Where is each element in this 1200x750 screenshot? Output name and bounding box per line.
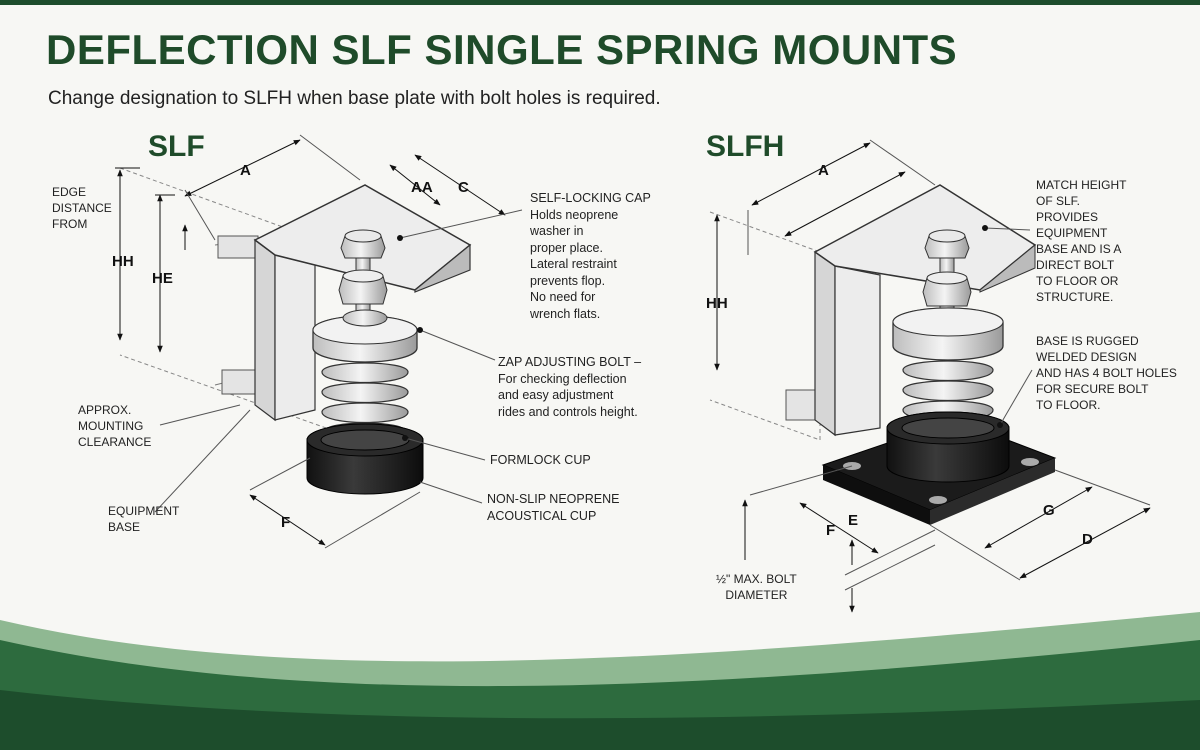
- slfh-model-label: SLFH: [706, 130, 785, 163]
- base-rugged-callout: BASE IS RUGGED WELDED DESIGN AND HAS 4 B…: [1036, 334, 1177, 412]
- slf-dim-a: A: [240, 162, 251, 179]
- self-locking-cap-callout: SELF-LOCKING CAP Holds neoprene washer i…: [530, 191, 651, 321]
- neoprene-cup-callout: NON-SLIP NEOPRENE ACOUSTICAL CUP: [487, 492, 620, 523]
- slfh-dim-f: F: [826, 522, 836, 539]
- slf-dim-hh: HH: [112, 253, 134, 270]
- bolt-diameter-callout: ½" MAX. BOLT DIAMETER: [716, 572, 797, 602]
- slfh-dim-g: G: [1043, 502, 1055, 519]
- footer-band: [0, 612, 1200, 750]
- slf-dim-c: C: [458, 179, 469, 196]
- top-rule: [0, 0, 1200, 5]
- slfh-dim-hh: HH: [706, 295, 728, 312]
- slf-mount-drawing: [115, 134, 523, 549]
- page-title: DEFLECTION SLF SINGLE SPRING MOUNTS: [46, 26, 958, 73]
- slf-dim-aa: AA: [411, 179, 433, 196]
- formlock-cup-callout: FORMLOCK CUP: [490, 453, 591, 467]
- slfh-dim-a: A: [818, 162, 829, 179]
- zap-adjusting-bolt-callout: ZAP ADJUSTING BOLT – For checking deflec…: [498, 355, 642, 419]
- page-subtitle: Change designation to SLFH when base pla…: [48, 88, 661, 109]
- slfh-dim-e: E: [848, 512, 859, 529]
- slf-dim-he: HE: [152, 270, 173, 287]
- slf-model-label: SLF: [148, 130, 205, 163]
- slf-dim-f: F: [281, 514, 291, 531]
- match-height-callout: MATCH HEIGHT OF SLF. PROVIDES EQUIPMENT …: [1036, 178, 1127, 304]
- slfh-mount-drawing: [709, 139, 1151, 613]
- slfh-dim-d: D: [1082, 531, 1093, 548]
